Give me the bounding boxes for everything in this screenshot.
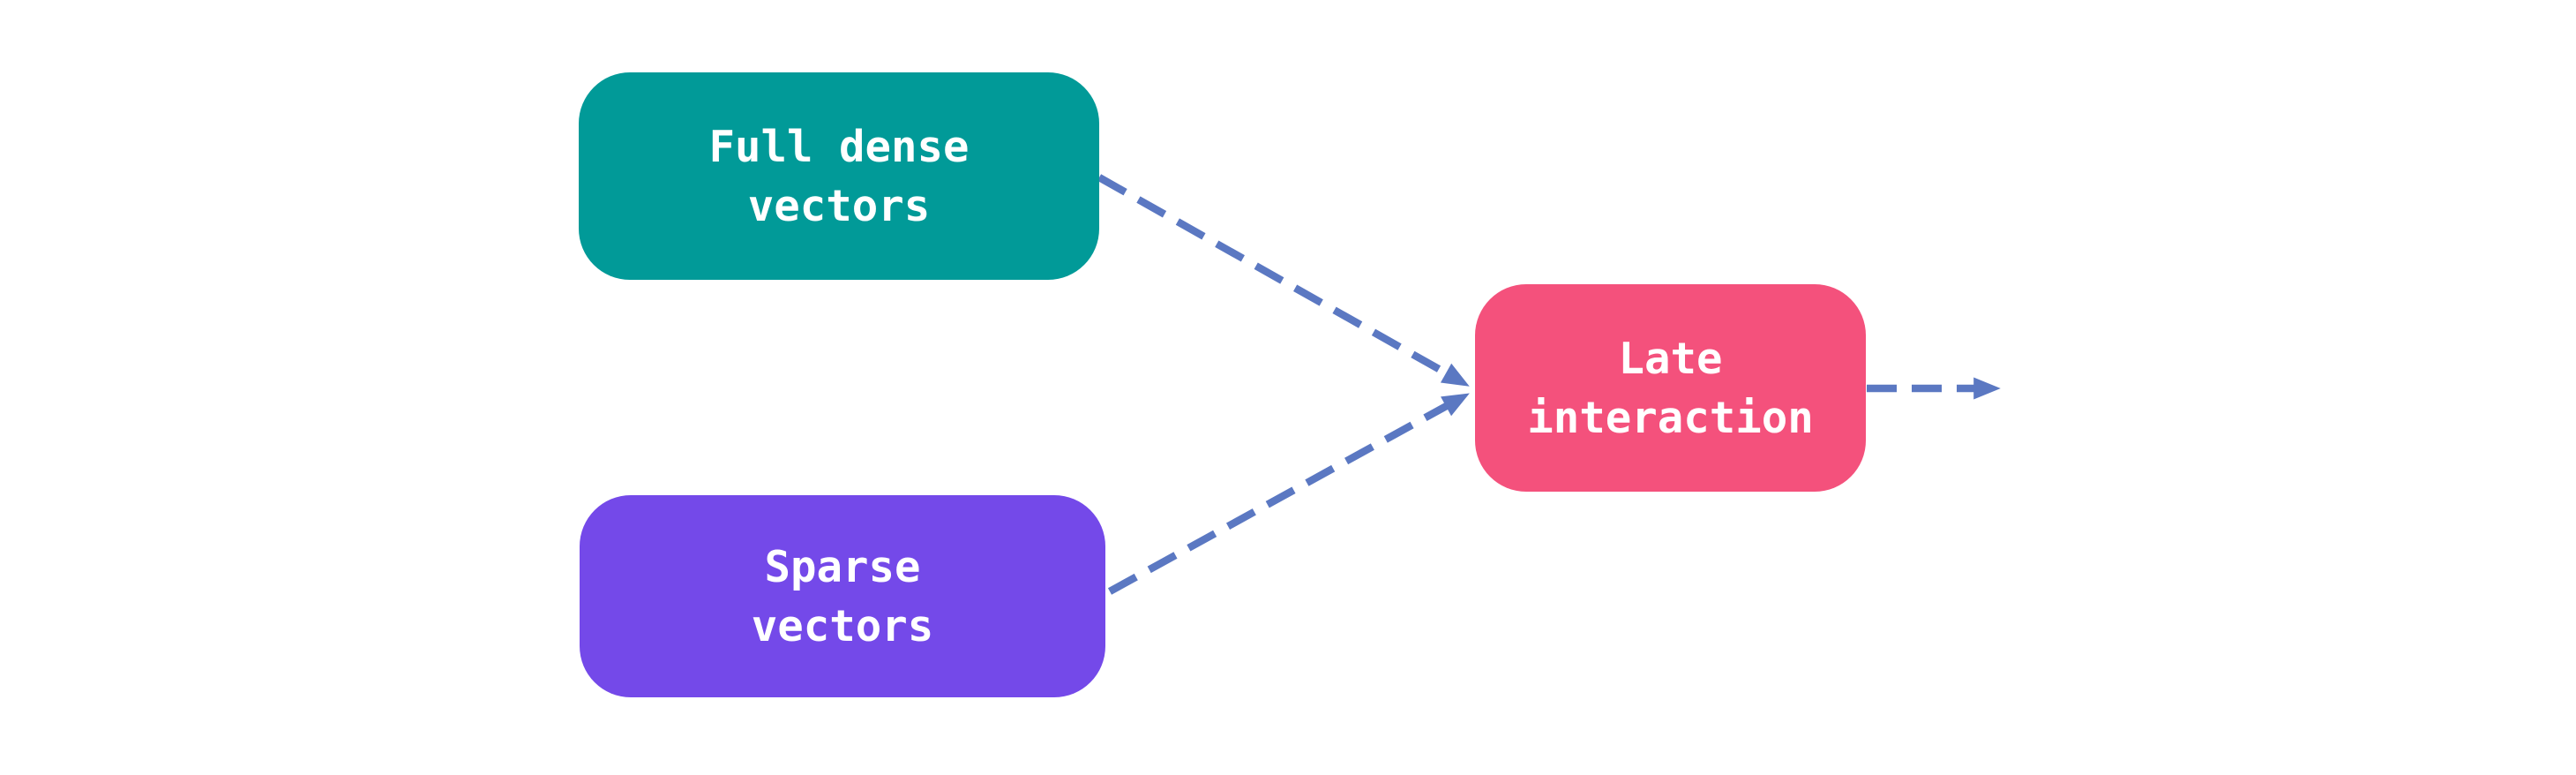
node-sparse-vectors: Sparse vectors <box>580 495 1105 697</box>
node-label-full-dense-vectors: Full dense vectors <box>708 121 970 231</box>
node-full-dense-vectors: Full dense vectors <box>579 72 1099 280</box>
edge-sparse-to-late-interaction <box>1107 393 1470 595</box>
edge-full-dense-to-late-interaction <box>1097 174 1470 387</box>
node-label-sparse-vectors: Sparse vectors <box>751 541 934 651</box>
node-late-interaction: Late interaction <box>1475 284 1866 492</box>
node-label-late-interaction: Late interaction <box>1527 333 1814 443</box>
